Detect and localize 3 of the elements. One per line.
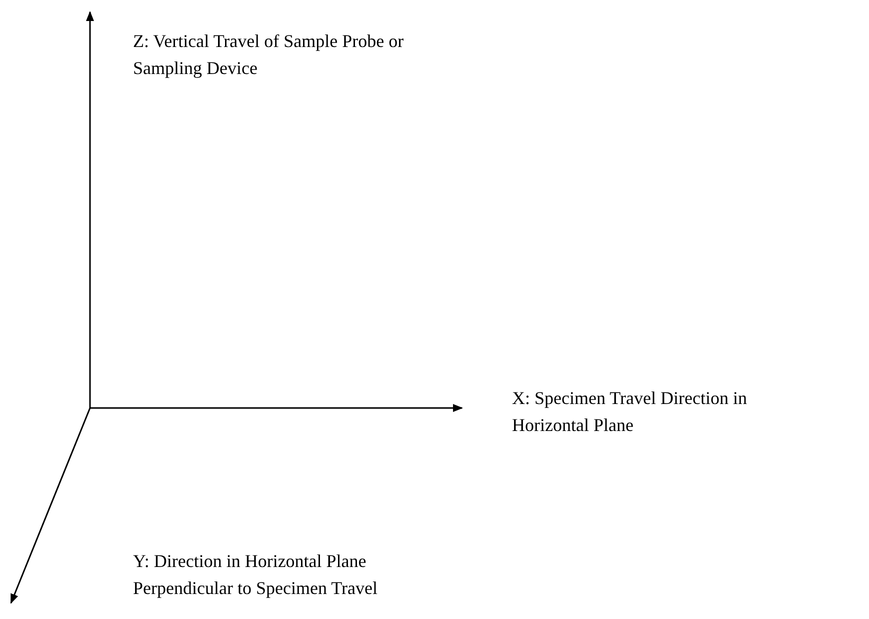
axis-label: Z: Vertical Travel of Sample Probe or Sampling Device: [133, 30, 405, 80]
axis-label: Y: Direction in Horizontal Plane Perpendicular to Specimen Travel: [133, 550, 378, 600]
axis-label: X: Specimen Travel Direction in Horizontal Plane: [512, 387, 748, 437]
